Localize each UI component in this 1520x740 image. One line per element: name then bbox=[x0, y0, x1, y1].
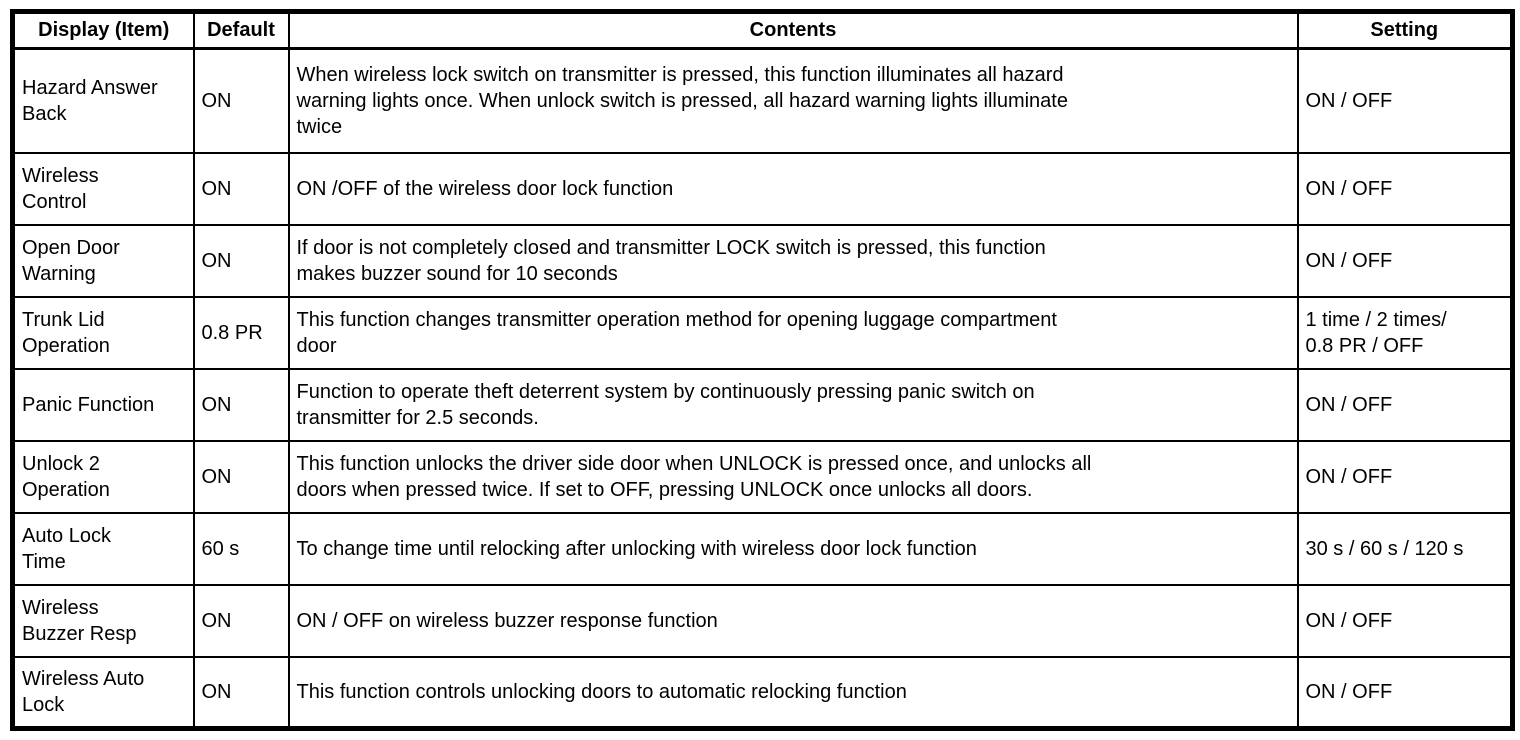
cell-setting: ON / OFF bbox=[1296, 223, 1514, 298]
table-row-open-door-warning: Open Door Warning ON If door is not comp… bbox=[11, 223, 1514, 298]
cell-default: ON bbox=[192, 655, 290, 730]
cell-contents: This function unlocks the driver side do… bbox=[287, 439, 1299, 514]
cell-display-item: Wireless Buzzer Resp bbox=[11, 583, 195, 658]
cell-contents: This function controls unlocking doors t… bbox=[287, 655, 1299, 730]
col-header-display-item: Display (Item) bbox=[11, 10, 195, 50]
wireless-lock-settings-table: Display (Item) Default Contents Setting … bbox=[10, 9, 1515, 731]
cell-contents: ON / OFF on wireless buzzer response fun… bbox=[287, 583, 1299, 658]
col-header-default: Default bbox=[192, 10, 290, 50]
table-row-panic-function: Panic Function ON Function to operate th… bbox=[11, 367, 1514, 442]
cell-setting: 1 time / 2 times/ 0.8 PR / OFF bbox=[1296, 295, 1514, 370]
cell-setting: ON / OFF bbox=[1296, 151, 1514, 226]
cell-display-item: Auto Lock Time bbox=[11, 511, 195, 586]
cell-default: ON bbox=[192, 439, 290, 514]
table-row-hazard-answer-back: Hazard Answer Back ON When wireless lock… bbox=[11, 47, 1514, 154]
cell-default: ON bbox=[192, 223, 290, 298]
cell-setting: ON / OFF bbox=[1296, 439, 1514, 514]
cell-default: ON bbox=[192, 151, 290, 226]
table-header-row: Display (Item) Default Contents Setting bbox=[11, 10, 1514, 50]
table-row-wireless-auto-lock: Wireless Auto Lock ON This function cont… bbox=[11, 655, 1514, 730]
cell-default: 60 s bbox=[192, 511, 290, 586]
table-row-wireless-control: Wireless Control ON ON /OFF of the wirel… bbox=[11, 151, 1514, 226]
cell-contents: When wireless lock switch on transmitter… bbox=[287, 47, 1299, 154]
cell-default: ON bbox=[192, 47, 290, 154]
table-row-unlock-2-operation: Unlock 2 Operation ON This function unlo… bbox=[11, 439, 1514, 514]
cell-contents: If door is not completely closed and tra… bbox=[287, 223, 1299, 298]
table-row-wireless-buzzer-resp: Wireless Buzzer Resp ON ON / OFF on wire… bbox=[11, 583, 1514, 658]
cell-contents: This function changes transmitter operat… bbox=[287, 295, 1299, 370]
table-row-auto-lock-time: Auto Lock Time 60 s To change time until… bbox=[11, 511, 1514, 586]
cell-display-item: Hazard Answer Back bbox=[11, 47, 195, 154]
cell-display-item: Wireless Control bbox=[11, 151, 195, 226]
cell-default: 0.8 PR bbox=[192, 295, 290, 370]
cell-contents: Function to operate theft deterrent syst… bbox=[287, 367, 1299, 442]
cell-setting: ON / OFF bbox=[1296, 47, 1514, 154]
cell-display-item: Open Door Warning bbox=[11, 223, 195, 298]
cell-contents: To change time until relocking after unl… bbox=[287, 511, 1299, 586]
cell-setting: ON / OFF bbox=[1296, 583, 1514, 658]
cell-display-item: Unlock 2 Operation bbox=[11, 439, 195, 514]
col-header-setting: Setting bbox=[1296, 10, 1514, 50]
cell-setting: ON / OFF bbox=[1296, 367, 1514, 442]
cell-default: ON bbox=[192, 583, 290, 658]
cell-default: ON bbox=[192, 367, 290, 442]
cell-display-item: Trunk Lid Operation bbox=[11, 295, 195, 370]
table-row-trunk-lid-operation: Trunk Lid Operation 0.8 PR This function… bbox=[11, 295, 1514, 370]
cell-setting: ON / OFF bbox=[1296, 655, 1514, 730]
cell-contents: ON /OFF of the wireless door lock functi… bbox=[287, 151, 1299, 226]
col-header-contents: Contents bbox=[287, 10, 1299, 50]
cell-setting: 30 s / 60 s / 120 s bbox=[1296, 511, 1514, 586]
cell-display-item: Wireless Auto Lock bbox=[11, 655, 195, 730]
cell-display-item: Panic Function bbox=[11, 367, 195, 442]
